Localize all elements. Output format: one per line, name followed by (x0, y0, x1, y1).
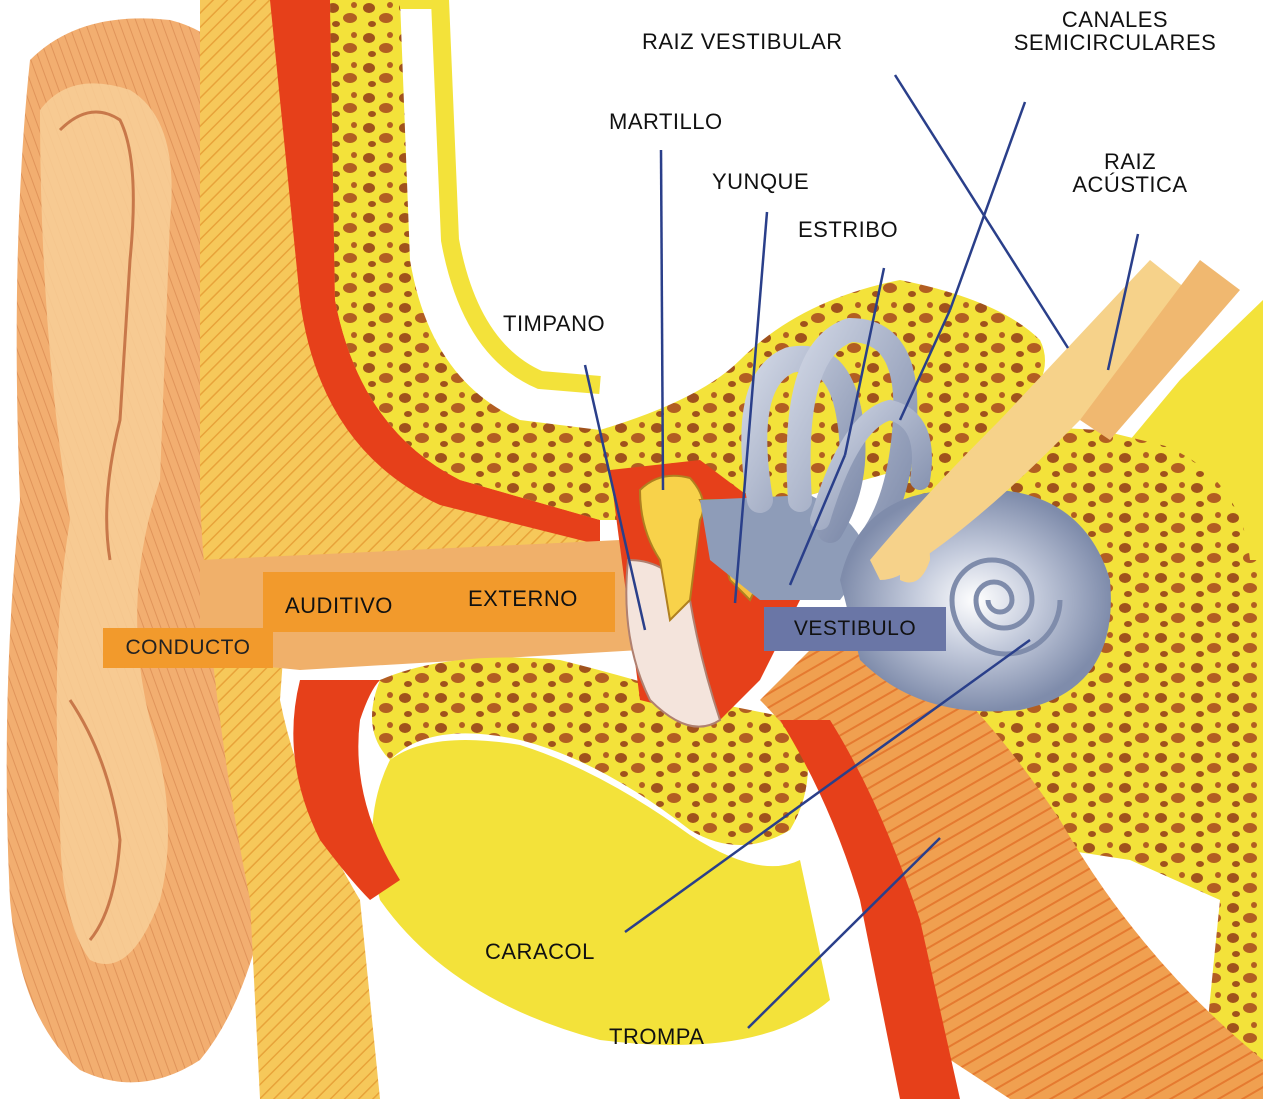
tag-conducto-text: CONDUCTO (126, 636, 251, 660)
label-canales-line1: CANALES (1000, 8, 1230, 31)
label-raiz-acustica: RAIZ ACÚSTICA (1060, 150, 1200, 196)
label-raiz-acustica-line2: ACÚSTICA (1060, 173, 1200, 196)
label-canales-semicirculares: CANALES SEMICIRCULARES (1000, 8, 1230, 54)
tag-externo-text: EXTERNO (468, 587, 578, 610)
label-yunque: YUNQUE (712, 170, 809, 193)
tag-vestibulo-text: VESTIBULO (794, 617, 916, 641)
label-trompa: TROMPA (609, 1025, 704, 1048)
label-caracol: CARACOL (485, 940, 595, 963)
tag-vestibulo: VESTIBULO (764, 607, 946, 651)
tag-auditivo-text: AUDITIVO (285, 594, 393, 617)
label-raiz-acustica-line1: RAIZ (1060, 150, 1200, 173)
label-raiz-vestibular: RAIZ VESTIBULAR (642, 30, 843, 53)
label-canales-line2: SEMICIRCULARES (1000, 31, 1230, 54)
label-martillo: MARTILLO (609, 110, 723, 133)
label-estribo: ESTRIBO (798, 218, 898, 241)
label-timpano: TIMPANO (503, 312, 605, 335)
tag-conducto: CONDUCTO (103, 628, 273, 668)
